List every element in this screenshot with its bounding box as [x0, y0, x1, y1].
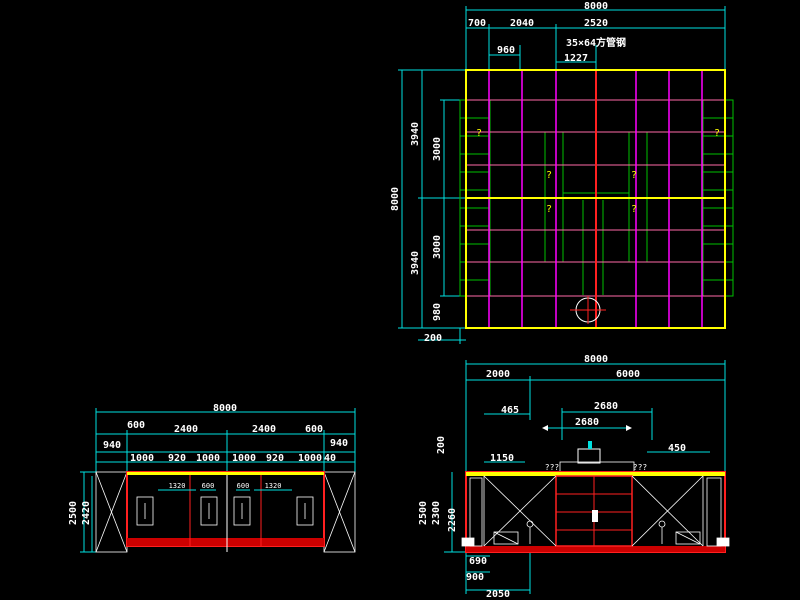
front-filter-units [136, 496, 314, 526]
front-dim-600-right: 600 [305, 424, 323, 435]
plan-view: 8000 700 2040 2520 960 1227 35×64方管钢 800… [390, 1, 734, 344]
plan-mark: ? [546, 170, 552, 181]
side-dim-1150: 1150 [490, 453, 514, 464]
plan-dim-2040: 2040 [510, 18, 534, 29]
side-dim-200: 200 [436, 436, 447, 454]
side-dim-2500: 2500 [418, 501, 429, 525]
front-dim-1000: 1000 [196, 453, 220, 464]
side-airflow-arrows [542, 425, 632, 431]
side-dim-2260: 2260 [447, 508, 458, 532]
side-dim-2050: 2050 [486, 589, 510, 600]
plan-dim-1227: 1227 [564, 53, 588, 64]
front-dim-2500: 2500 [68, 501, 79, 525]
plan-mark: ? [631, 170, 637, 181]
front-dim-40: 40 [324, 453, 336, 464]
front-dim-1000: 1000 [298, 453, 322, 464]
plan-dim-3000-top: 3000 [432, 137, 443, 161]
front-dim-2420: 2420 [81, 501, 92, 525]
side-dim-690: 690 [469, 556, 487, 567]
front-dim-940-right: 940 [330, 438, 348, 449]
plan-dim-960: 960 [497, 45, 515, 56]
side-dim-2000: 2000 [486, 369, 510, 380]
front-dim-2400-left: 2400 [174, 424, 198, 435]
front-dim-2400-right: 2400 [252, 424, 276, 435]
plan-note-tube: 35×64方管钢 [566, 36, 626, 49]
front-dim-total: 8000 [213, 403, 237, 414]
plan-dim-3000-bottom: 3000 [432, 235, 443, 259]
front-inner-dim-1320: 1320 [265, 482, 282, 490]
plan-dim-2520: 2520 [584, 18, 608, 29]
plan-left-dimension-lines [398, 69, 466, 344]
side-x-bracing [483, 475, 704, 547]
side-dim-2680-top: 2680 [594, 401, 618, 412]
side-dim-2680-bottom: 2680 [575, 417, 599, 428]
plan-dim-700: 700 [468, 18, 486, 29]
plan-dim-200: 200 [424, 333, 442, 344]
front-dim-600-left: 600 [127, 420, 145, 431]
side-dim-465: 465 [501, 405, 519, 416]
side-main-body [465, 471, 726, 553]
side-roof-unit [559, 441, 635, 473]
side-dimension-lines [444, 360, 726, 594]
front-elevation: 8000 600 2400 2400 600 940 940 1000 920 … [68, 403, 356, 553]
front-inner-dim-600: 600 [202, 482, 215, 490]
front-dimension-lines [80, 408, 356, 553]
front-dim-1000: 1000 [232, 453, 256, 464]
plan-dim-total-height: 8000 [390, 187, 401, 211]
plan-mark: ? [546, 204, 552, 215]
plan-dim-3940-top: 3940 [410, 122, 421, 146]
side-dim-6000: 6000 [616, 369, 640, 380]
plan-mark: ? [476, 128, 482, 139]
plan-dim-total-width: 8000 [584, 1, 608, 12]
side-dim-total: 8000 [584, 354, 608, 365]
front-main-body [126, 471, 325, 552]
front-dim-1000: 1000 [130, 453, 154, 464]
side-workers [493, 520, 701, 545]
plan-dim-3940-bottom: 3940 [410, 251, 421, 275]
side-dim-900: 900 [466, 572, 484, 583]
plan-mark: ? [631, 204, 637, 215]
front-dim-920: 920 [168, 453, 186, 464]
side-dim-2300: 2300 [431, 501, 442, 525]
side-mark-right: ??? [633, 463, 648, 472]
front-inner-dim-1320: 1320 [169, 482, 186, 490]
front-inner-dim-600: 600 [237, 482, 250, 490]
plan-top-dimension-lines [465, 6, 726, 70]
side-dim-450: 450 [668, 443, 686, 454]
side-elevation: 8000 2000 6000 465 2680 2680 1150 450 25… [418, 354, 730, 600]
side-end-columns [461, 477, 730, 547]
plan-mark: ? [714, 128, 720, 139]
front-dim-920: 920 [266, 453, 284, 464]
plan-fan-symbol [570, 296, 606, 324]
plan-dim-980: 980 [432, 303, 443, 321]
front-dim-940-left: 940 [103, 440, 121, 451]
side-mark-left: ??? [545, 463, 560, 472]
